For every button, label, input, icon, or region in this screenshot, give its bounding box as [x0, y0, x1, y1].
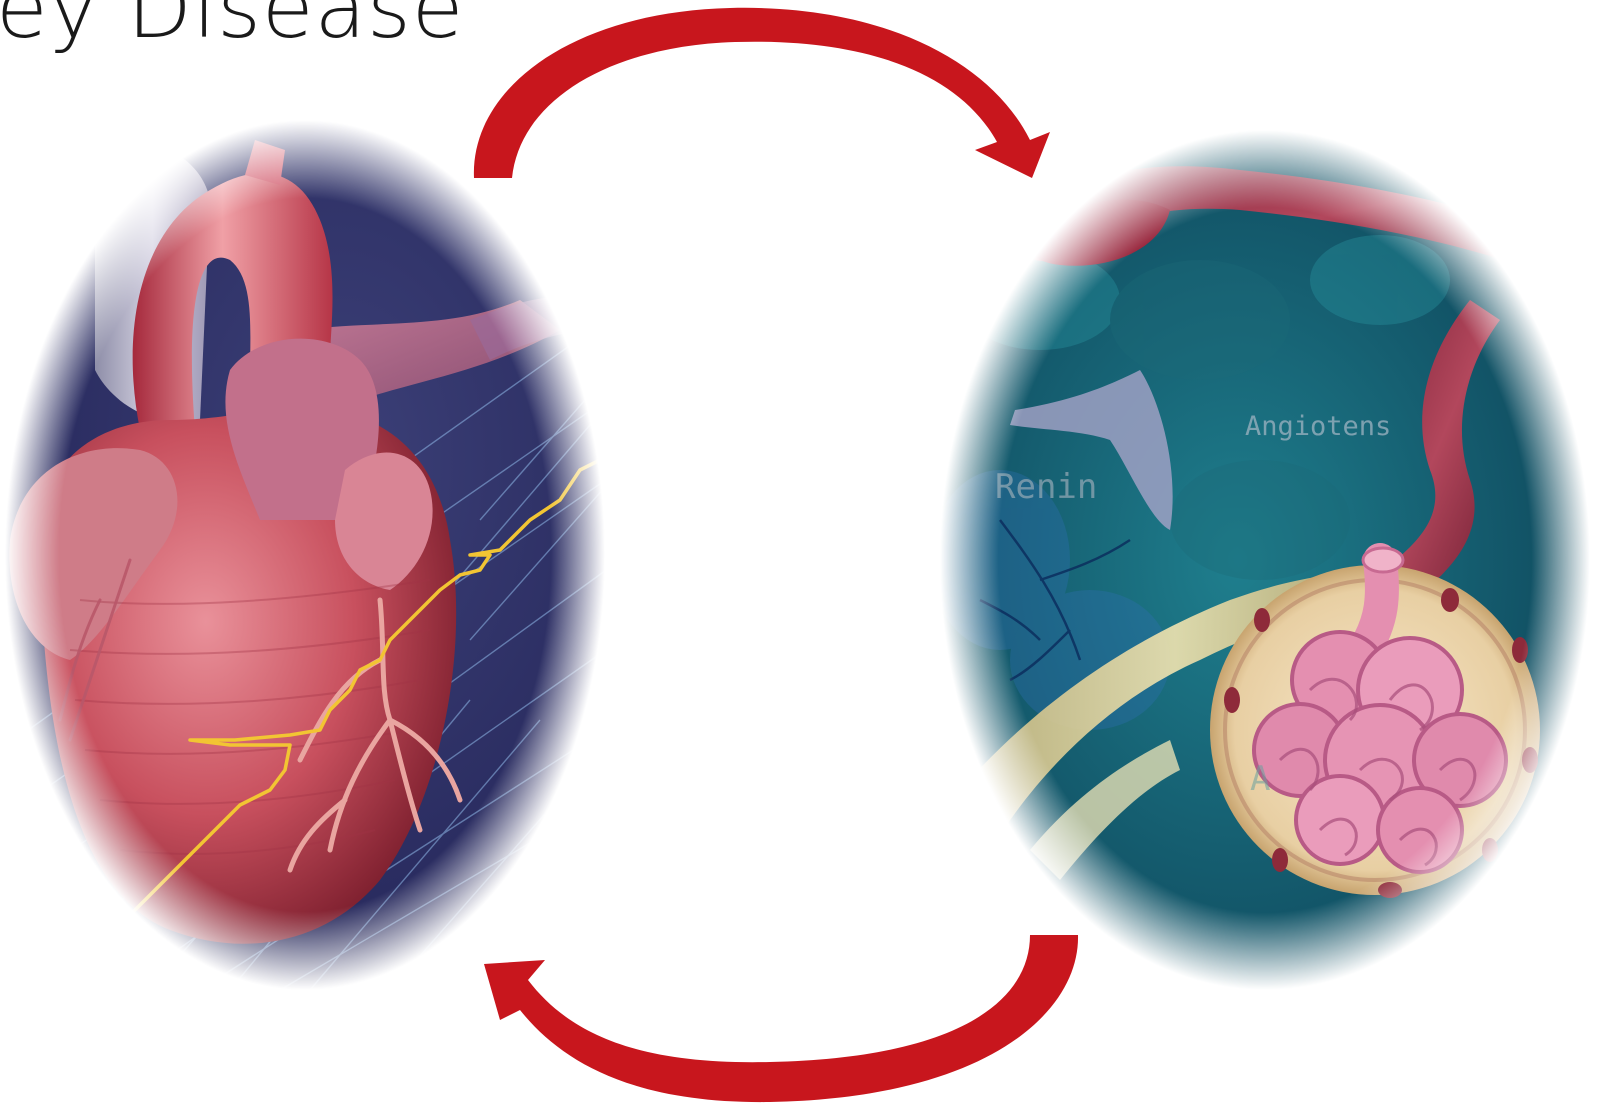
kidney-glomerulus-illustration: Renin Angiotens A: [930, 110, 1614, 1010]
angiotensin-label: Angiotens: [1245, 411, 1391, 442]
renin-label: Renin: [995, 467, 1097, 507]
partial-label: A: [1250, 759, 1270, 799]
heart-illustration: [0, 100, 620, 1000]
